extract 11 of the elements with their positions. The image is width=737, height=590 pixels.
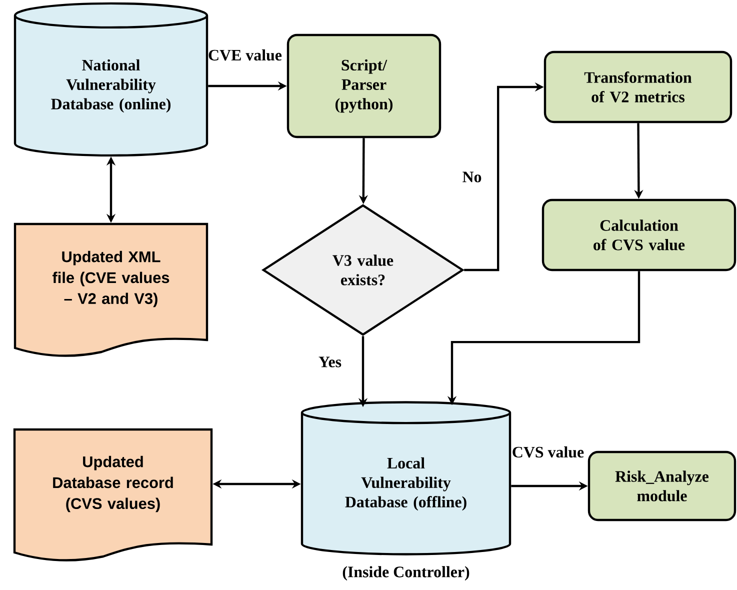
process-box: Risk_Analyze module [588, 450, 736, 522]
process-box: Transformation of V2 metrics [544, 50, 732, 124]
process-box: Calculation of CVS value [542, 198, 736, 272]
database-cylinder: National Vulnerability Database (online) [14, 2, 208, 157]
node-label: (Inside Controller) [342, 566, 470, 581]
database-cylinder: Local Vulnerability Database (offline) [300, 401, 512, 556]
edge-label: CVS value [512, 446, 584, 458]
edge-label: Yes [318, 356, 342, 368]
edge-label: CVE value [208, 49, 282, 61]
process-box: Script/ Parser (python) [286, 34, 442, 138]
edge-label: No [462, 172, 482, 182]
